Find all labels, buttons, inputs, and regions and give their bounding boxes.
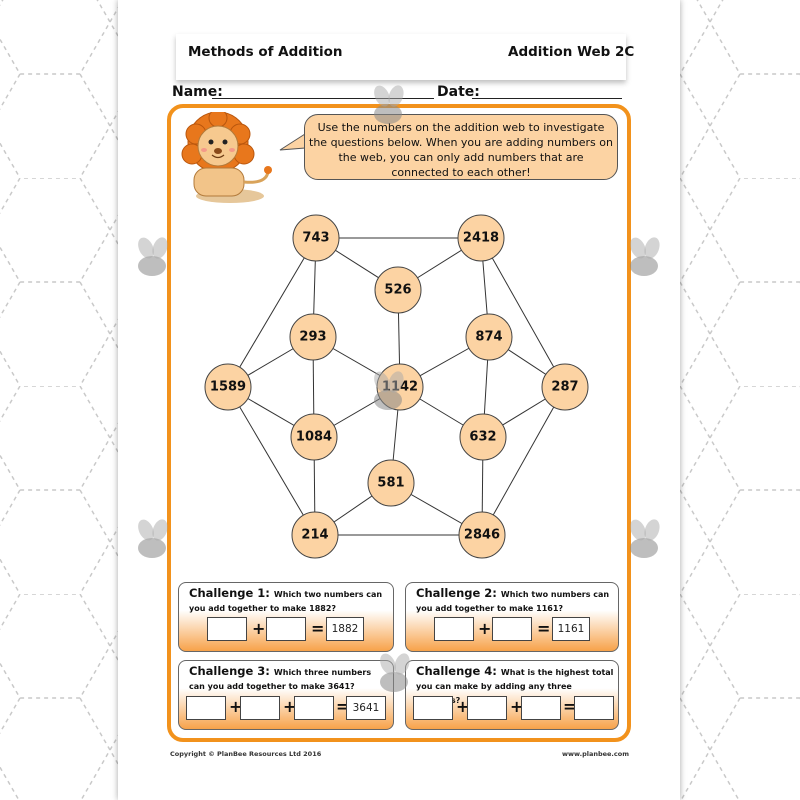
challenge-1-total: 1882 <box>326 617 364 641</box>
challenge-4-card: Challenge 4: What is the highest total y… <box>405 660 619 730</box>
challenge-3-title: Challenge 3: <box>189 664 270 678</box>
web-node: 743 <box>292 214 340 262</box>
web-node: 2846 <box>458 511 506 559</box>
worksheet-topic: Methods of Addition <box>188 44 343 60</box>
challenge-4-total[interactable] <box>574 696 614 720</box>
challenge-1-addend-2[interactable] <box>266 617 306 641</box>
challenge-3-addend-1[interactable] <box>186 696 226 720</box>
challenge-1-addend-1[interactable] <box>207 617 247 641</box>
web-connector <box>481 386 566 536</box>
web-node: 874 <box>465 313 513 361</box>
name-label: Name: <box>172 84 223 100</box>
web-node-circle <box>291 511 339 559</box>
web-node-circle <box>458 511 506 559</box>
challenge-3-addend-2[interactable] <box>240 696 280 720</box>
web-node-value: 2418 <box>463 231 499 246</box>
bee-watermark-icon <box>380 653 410 692</box>
web-node-circle <box>541 363 589 411</box>
speech-bubble <box>304 114 618 180</box>
worksheet-title: Addition Web 2C <box>508 44 635 60</box>
web-node-value: 1084 <box>296 430 332 445</box>
challenge-3-total: 3641 <box>346 696 386 720</box>
challenge-2-total: 1161 <box>552 617 590 641</box>
web-connector <box>480 237 566 388</box>
challenge-2-title: Challenge 2: <box>416 586 497 600</box>
bee-watermark-icon <box>374 85 404 124</box>
web-connector <box>227 386 316 536</box>
web-node-value: 2846 <box>464 528 500 543</box>
web-node-value: 1589 <box>210 380 246 395</box>
equals-sign: = <box>563 697 577 716</box>
web-node-circle <box>374 266 422 314</box>
web-node-circle <box>290 413 338 461</box>
equals-sign: = <box>311 619 325 638</box>
challenge-4-addend-1[interactable] <box>413 696 453 720</box>
web-node-value: 743 <box>302 231 329 246</box>
challenge-4-addend-3[interactable] <box>521 696 561 720</box>
challenge-3-addend-3[interactable] <box>294 696 334 720</box>
website-link[interactable]: www.planbee.com <box>562 750 629 758</box>
web-node: 1084 <box>290 413 338 461</box>
copyright-text: Copyright © PlanBee Resources Ltd 2016 <box>170 750 322 758</box>
header-band <box>176 34 626 80</box>
challenge-2-addend-1[interactable] <box>434 617 474 641</box>
plus-sign: + <box>229 697 243 716</box>
web-node: 2418 <box>457 214 505 262</box>
activity-frame <box>167 104 631 742</box>
challenge-1-question: Which two numbers can you add together t… <box>189 590 383 613</box>
web-connector <box>227 237 317 388</box>
lion-mascot-icon <box>181 112 272 203</box>
challenge-3-question: Which three numbers can you add together… <box>189 668 372 691</box>
web-node-circle <box>292 214 340 262</box>
plus-sign: + <box>478 619 492 638</box>
plus-sign: + <box>283 697 297 716</box>
web-node-value: 581 <box>377 476 404 491</box>
web-node: 287 <box>541 363 589 411</box>
bee-watermark-icon <box>138 519 168 558</box>
challenge-2-addend-2[interactable] <box>492 617 532 641</box>
web-node-value: 214 <box>301 528 328 543</box>
web-node-circle <box>459 413 507 461</box>
bee-watermark-icon <box>138 237 168 276</box>
plus-sign: + <box>456 697 470 716</box>
web-node-value: 632 <box>469 430 496 445</box>
date-field[interactable] <box>472 98 622 99</box>
web-node-circle <box>457 214 505 262</box>
web-node-value: 874 <box>475 330 502 345</box>
name-field[interactable] <box>212 98 434 99</box>
web-node-circle <box>204 363 252 411</box>
challenge-2-question: Which two numbers can you add together t… <box>416 590 610 613</box>
web-node: 214 <box>291 511 339 559</box>
web-node-circle <box>289 313 337 361</box>
web-node: 1589 <box>204 363 252 411</box>
date-label: Date: <box>437 84 480 100</box>
instructions-text: Use the numbers on the addition web to i… <box>309 121 613 179</box>
web-node-value: 526 <box>384 283 411 298</box>
web-node: 581 <box>367 459 415 507</box>
web-node-circle <box>367 459 415 507</box>
web-node: 632 <box>459 413 507 461</box>
plus-sign: + <box>510 697 524 716</box>
web-node-circle <box>465 313 513 361</box>
equals-sign: = <box>537 619 551 638</box>
challenge-1-title: Challenge 1: <box>189 586 270 600</box>
challenge-4-addend-2[interactable] <box>467 696 507 720</box>
bee-watermark-icon <box>374 371 404 410</box>
web-node: 293 <box>289 313 337 361</box>
web-node-value: 287 <box>551 380 578 395</box>
bee-watermark-icon <box>630 237 660 276</box>
web-node-value: 293 <box>299 330 326 345</box>
bee-watermark-icon <box>630 519 660 558</box>
challenge-4-title: Challenge 4: <box>416 664 497 678</box>
web-node: 526 <box>374 266 422 314</box>
plus-sign: + <box>252 619 266 638</box>
